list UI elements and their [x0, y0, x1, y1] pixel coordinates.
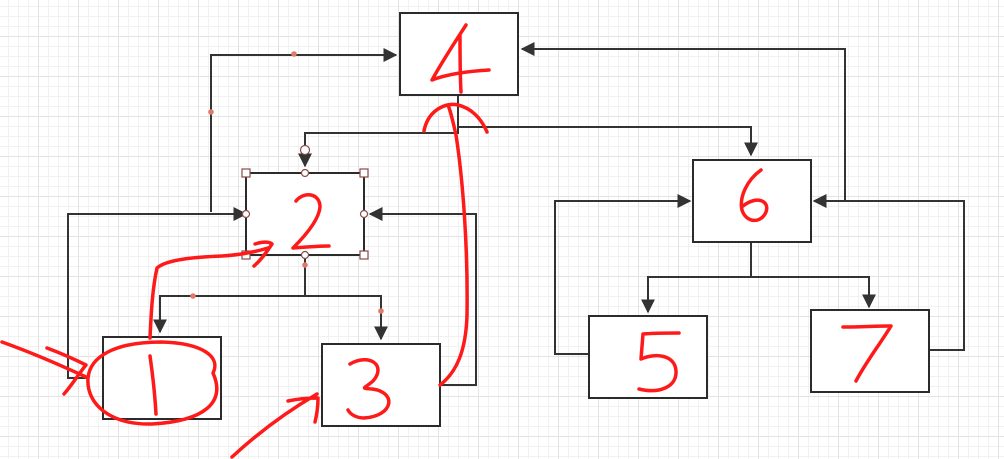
- edge-4-to-6[interactable]: [458, 126, 758, 157]
- waypoint-2-1[interactable]: [190, 293, 196, 299]
- resize-handle-top-right[interactable]: [359, 168, 369, 178]
- waypoint-2-3[interactable]: [378, 308, 384, 314]
- handwritten-digit-7: [841, 324, 893, 383]
- edge-waypoints[interactable]: [190, 51, 384, 314]
- connection-point-bottom[interactable]: [300, 250, 310, 260]
- handwritten-curve-1-to-2: [148, 246, 270, 340]
- handwritten-arrowhead-2: [252, 240, 274, 268]
- edge-6-to-4[interactable]: [520, 42, 846, 201]
- resize-handle-bottom-right[interactable]: [359, 250, 369, 260]
- waypoint-2-bottom[interactable]: [302, 262, 308, 268]
- connection-point-top[interactable]: [300, 168, 310, 178]
- node-3[interactable]: 3: [321, 343, 441, 427]
- handwritten-digit-5: [637, 331, 681, 393]
- handwritten-annotations: [0, 23, 893, 459]
- handwritten-digit-4: [430, 23, 491, 94]
- handwritten-digit-3: [346, 358, 391, 420]
- handwritten-arrow-into-node-3: [230, 392, 320, 459]
- handwritten-digit-2: [291, 193, 331, 250]
- waypoint-1-4-top[interactable]: [291, 51, 297, 57]
- resize-handle-top-left[interactable]: [241, 168, 251, 178]
- edge-6-to-7[interactable]: [751, 276, 876, 309]
- edge-2-to-1[interactable]: [153, 256, 306, 334]
- edge-6-to-5[interactable]: [641, 243, 752, 314]
- waypoint-1-4-side[interactable]: [208, 109, 214, 115]
- node-7[interactable]: 7: [810, 309, 930, 393]
- connection-point-left[interactable]: [241, 209, 251, 219]
- handwritten-digit-1: [148, 354, 158, 416]
- handwritten-circle-node-1: [86, 340, 219, 426]
- handwritten-arrow-into-node-1: [0, 340, 88, 396]
- edge-5-to-6[interactable]: [554, 194, 692, 355]
- handwritten-curve-3-to-4: [438, 103, 469, 387]
- connection-point-right[interactable]: [359, 209, 369, 219]
- handwritten-digit-6: [739, 168, 769, 223]
- handwritten-arrowhead-4: [422, 102, 489, 134]
- edge-7-to-6[interactable]: [812, 194, 965, 351]
- connector-endpoint-handle[interactable]: [299, 144, 311, 156]
- edge-4-to-2[interactable]: [298, 96, 459, 168]
- edge-2-to-3[interactable]: [305, 295, 388, 341]
- edge-1-to-4[interactable]: [210, 48, 398, 212]
- edge-3-to-2[interactable]: [368, 207, 477, 386]
